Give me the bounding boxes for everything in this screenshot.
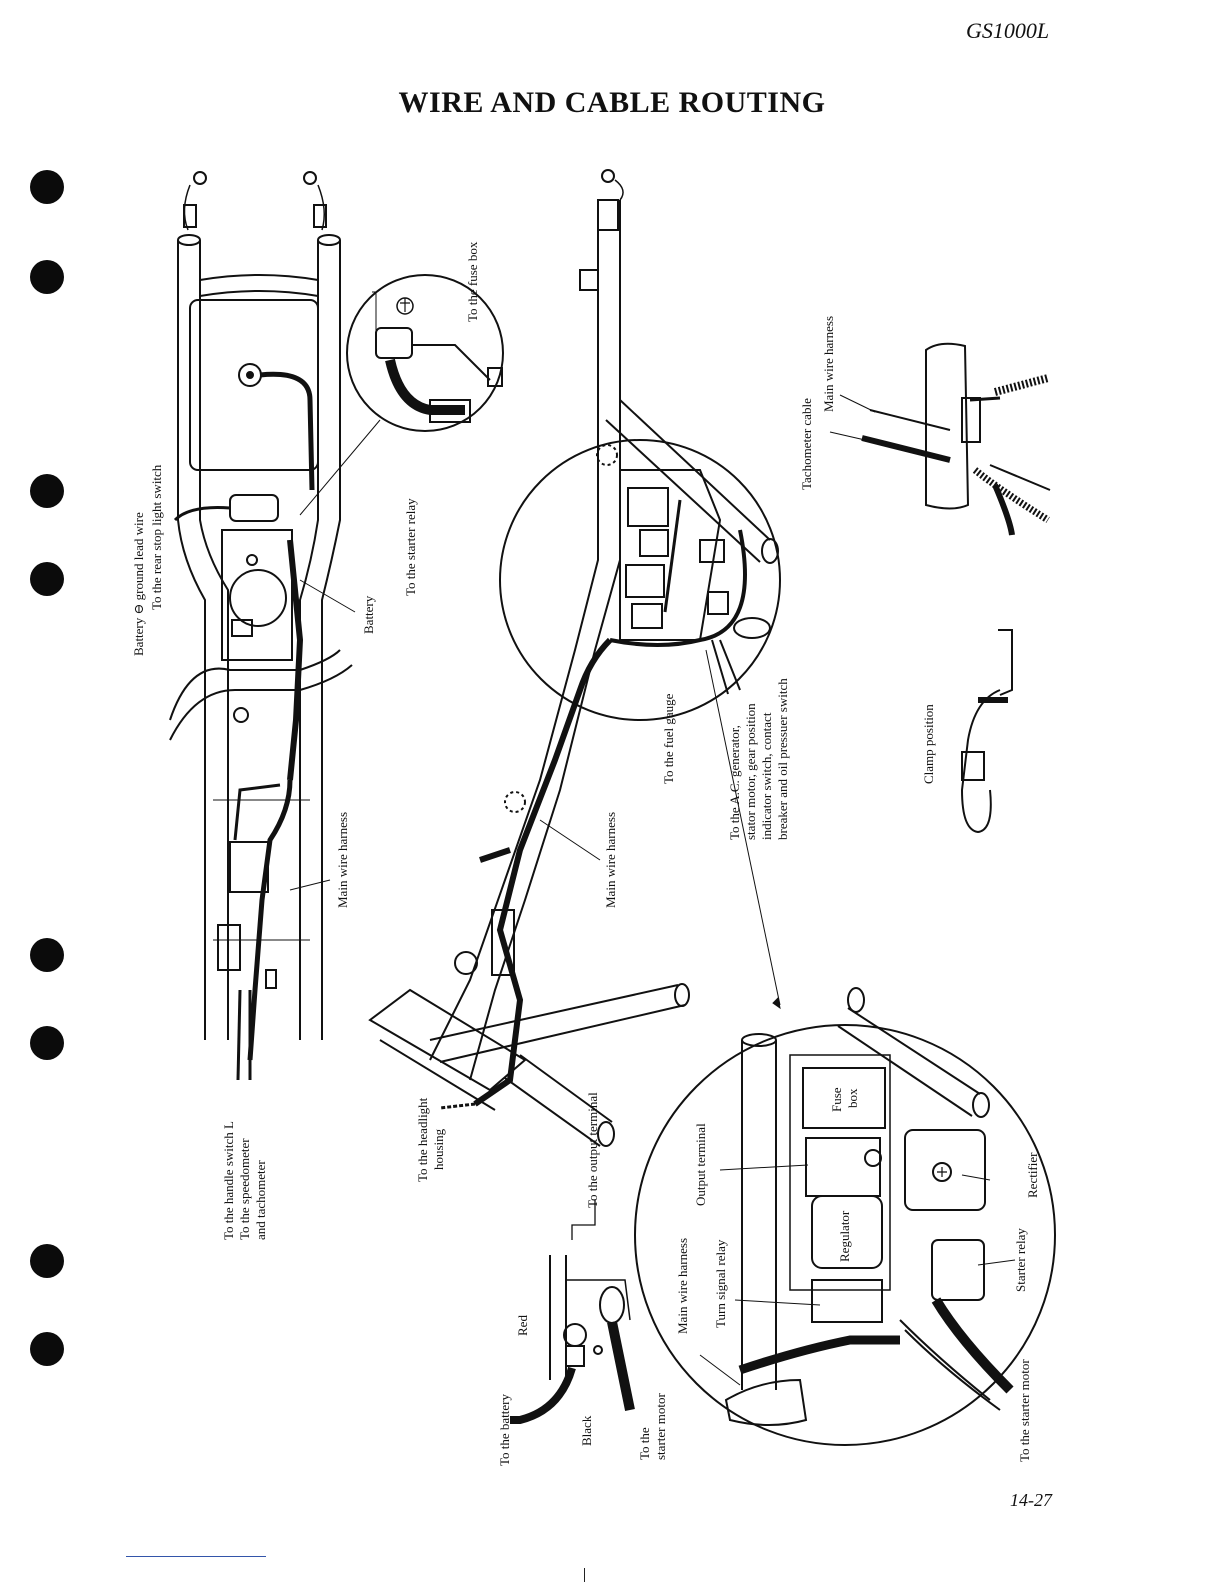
punch-hole [30, 1332, 64, 1366]
detail-fuse-relay [346, 274, 504, 432]
punch-hole [30, 1026, 64, 1060]
page-number: 14-27 [1010, 1490, 1052, 1510]
punch-hole [30, 1244, 64, 1278]
detail-tachometer [829, 342, 1051, 536]
label-battery: Battery [361, 595, 376, 634]
page-tick [584, 1568, 585, 1582]
label-main-wire-harness-bottom: Main wire harness [675, 1237, 690, 1334]
label-speedometer: To the speedometer [237, 1138, 252, 1240]
label-battery-ground: Battery ⊖ ground lead wire [131, 512, 146, 656]
label-to-starter-motor-2: starter motor [653, 1393, 668, 1460]
label-red: Red [515, 1315, 530, 1336]
label-to-output-terminal: To the output terminal [585, 1092, 600, 1208]
label-handle-switch: To the handle switch L [221, 1121, 236, 1240]
label-to-fuel-gauge: To the fuel gauge [661, 693, 676, 784]
label-output-terminal: Output terminal [693, 1123, 708, 1206]
punch-hole [30, 562, 64, 596]
detail-output-terminal [510, 1200, 635, 1424]
label-to-starter-motor-1: To the [637, 1427, 652, 1460]
label-clamp-position: Clamp position [921, 704, 936, 784]
label-ac-generator-2: stator motor, gear position [743, 703, 758, 840]
page-title: WIRE AND CABLE ROUTING [398, 86, 826, 119]
label-to-fuse-box: To the fuse box [465, 241, 480, 322]
footer-link-line [126, 1556, 266, 1557]
label-main-wire-harness-center: Main wire harness [603, 811, 618, 908]
frame-top-view [169, 171, 381, 1081]
punch-hole [30, 938, 64, 972]
label-starter-relay: Starter relay [1013, 1228, 1028, 1292]
detail-clamp [960, 629, 1013, 834]
label-black: Black [579, 1415, 594, 1446]
label-ac-generator-4: breaker and oil pressuer switch [775, 678, 790, 840]
label-rectifier: Rectifier [1025, 1152, 1040, 1198]
detail-center-electrics [499, 439, 781, 721]
label-tachometer: and tachometer [253, 1160, 268, 1240]
label-headlight-housing: housing [431, 1128, 446, 1170]
label-ac-generator-1: To the A.C. generator, [727, 725, 742, 840]
label-to-the-battery: To the battery [497, 1393, 512, 1466]
punch-hole [30, 474, 64, 508]
label-to-starter-relay: To the starter relay [403, 498, 418, 596]
label-main-wire-harness-right: Main wire harness [821, 315, 836, 412]
label-regulator: Regulator [837, 1210, 852, 1262]
label-to-starter-motor-right: To the starter motor [1017, 1359, 1032, 1462]
punch-hole [30, 260, 64, 294]
detail-bottom-electrics [634, 987, 1056, 1446]
punch-hole [30, 170, 64, 204]
label-ac-generator-3: indicator switch, contact [759, 712, 774, 840]
label-main-wire-harness-left: Main wire harness [335, 811, 350, 908]
label-headlight: To the headlight [415, 1097, 430, 1182]
label-fuse-box-2: box [845, 1088, 860, 1109]
label-tachometer-cable: Tachometer cable [799, 398, 814, 490]
label-rear-stop-switch: To the rear stop light switch [149, 464, 164, 610]
label-turn-signal-relay: Turn signal relay [713, 1239, 728, 1328]
frame-side-view [368, 169, 781, 1147]
label-fuse-box-1: Fuse [829, 1087, 844, 1112]
model-code: GS1000L [966, 18, 1050, 43]
